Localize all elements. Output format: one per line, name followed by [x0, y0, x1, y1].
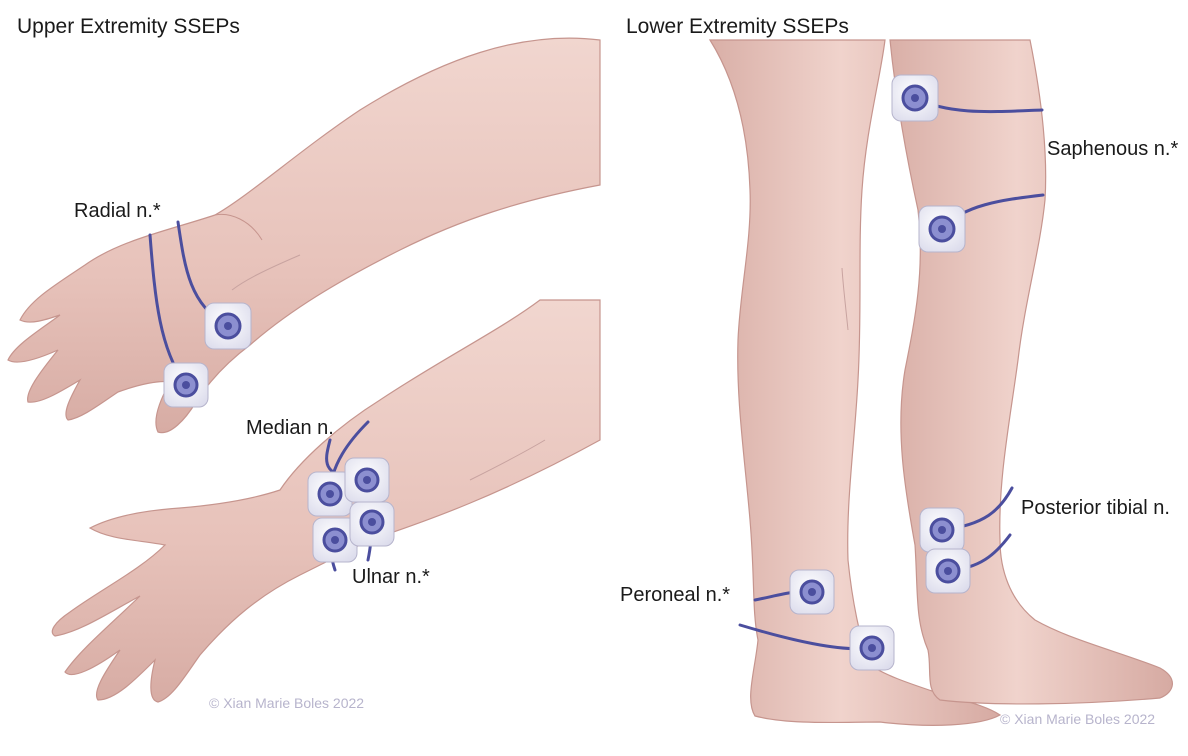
electrode-posterior-tibial-1: [919, 507, 965, 553]
electrode-ulnar: [312, 517, 358, 563]
label-median-nerve: Median n.: [246, 417, 334, 439]
copyright-left: © Xian Marie Boles 2022: [209, 695, 365, 711]
copyright-right: © Xian Marie Boles 2022: [1000, 711, 1156, 727]
label-peroneal-nerve: Peroneal n.*: [620, 584, 731, 606]
electrode-pads: [163, 74, 971, 671]
electrode-ulnar-2: [349, 501, 395, 547]
electrode-radial-2: [163, 362, 209, 408]
electrode-peroneal-2: [849, 625, 895, 671]
electrode-median-2: [344, 457, 390, 503]
label-radial-nerve: Radial n.*: [74, 200, 161, 222]
label-ulnar-nerve: Ulnar n.*: [352, 566, 430, 588]
electrode-saphenous-2: [918, 205, 966, 253]
lower-extremity-title: Lower Extremity SSEPs: [626, 15, 849, 38]
electrode-median: [307, 471, 353, 517]
artist-signature-marks: [231, 254, 849, 481]
left-leg: [708, 39, 1002, 726]
electrode-saphenous-1: [891, 74, 939, 122]
upper-extremity-title: Upper Extremity SSEPs: [17, 15, 240, 38]
label-posterior-tibial-nerve: Posterior tibial n.: [1021, 497, 1170, 519]
label-saphenous-nerve: Saphenous n.*: [1047, 138, 1179, 160]
electrode-radial-1: [204, 302, 252, 350]
electrode-posterior-tibial-2: [925, 548, 971, 594]
electrode-peroneal-1: [789, 569, 835, 615]
